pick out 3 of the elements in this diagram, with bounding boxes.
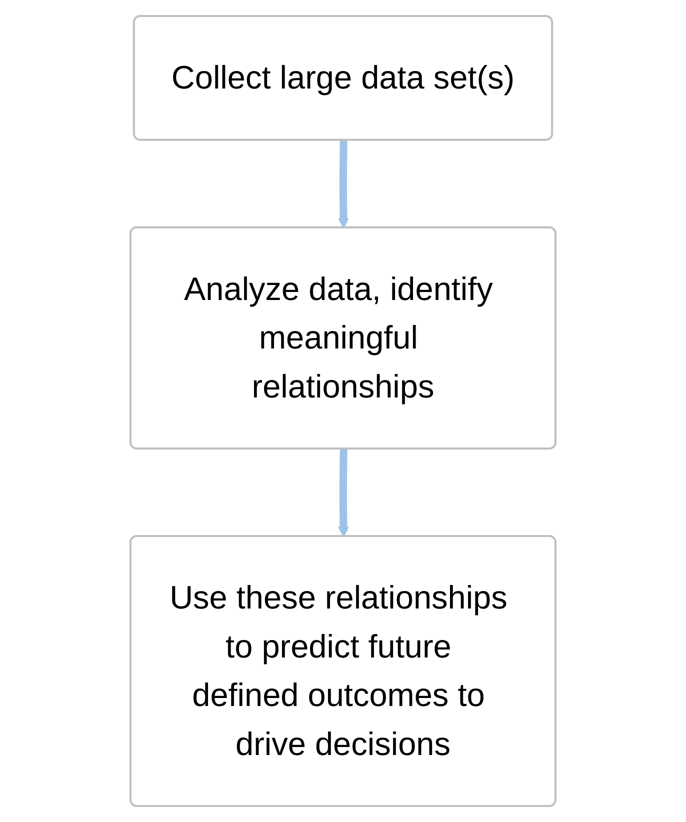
arrow: [338, 140, 349, 228]
flowchart-drawing: Collect large data set(s) Analyze data, identify meaningful relationships Use these relationships to predict future defined outcomes to drive decisions: [8, 6, 678, 816]
arrow: [338, 449, 349, 538]
